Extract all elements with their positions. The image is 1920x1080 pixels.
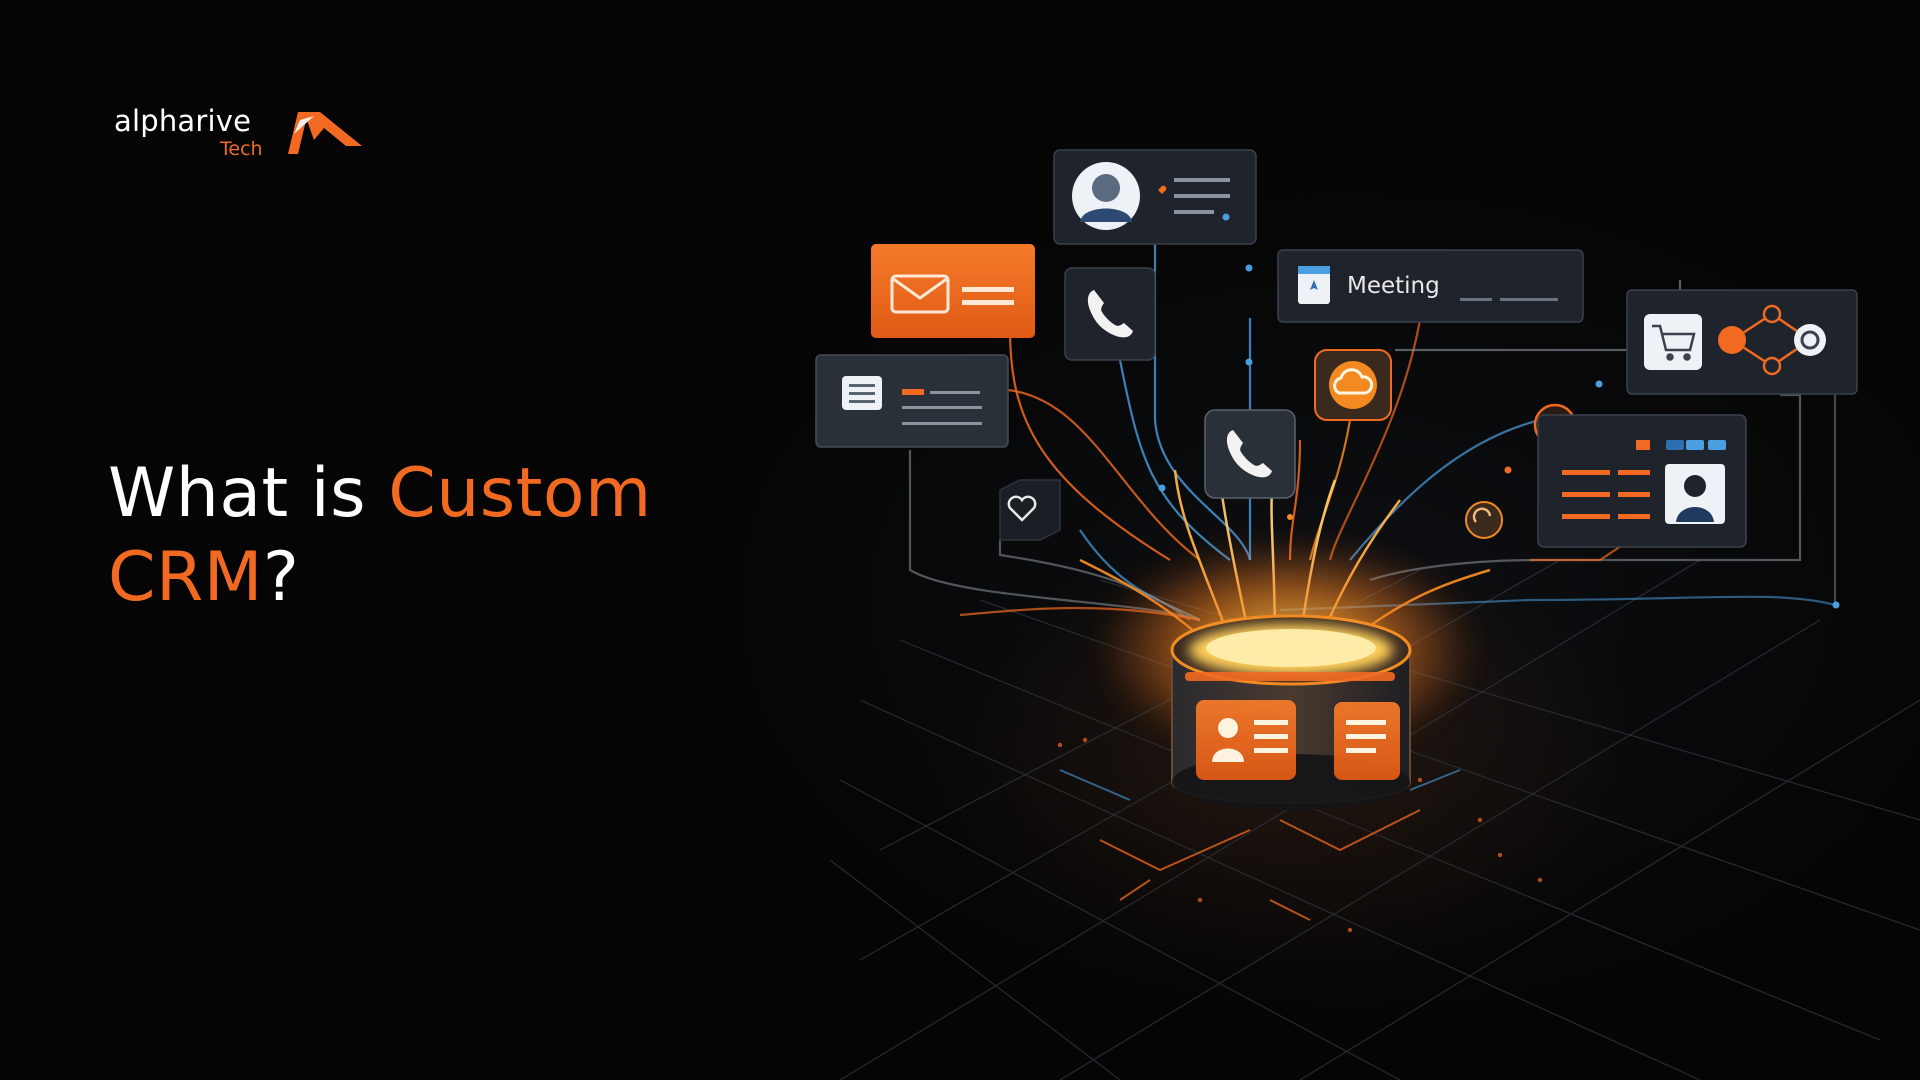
crm-database-icon: [1170, 614, 1412, 810]
heart-tile: [999, 479, 1061, 541]
brand-name: alpharive: [114, 104, 252, 138]
document-icon: [842, 376, 882, 410]
title-part-2: ?: [262, 538, 300, 617]
email-card: [871, 244, 1035, 338]
title-part-1: What is: [108, 454, 389, 533]
grid-floor: [829, 559, 1920, 1080]
contact-card: [1537, 414, 1747, 548]
connector-dots: [1158, 264, 1840, 609]
sync-icon: [1465, 501, 1503, 539]
user-avatar-icon: [1080, 174, 1132, 222]
alpharive-logo-mark-icon: [288, 112, 362, 154]
shopping-cart-icon: [1652, 324, 1696, 361]
brand-logo[interactable]: alpharive Tech: [114, 100, 374, 170]
meeting-card: Meeting: [1277, 249, 1584, 323]
commerce-card: [1626, 289, 1858, 395]
grid-blue-traces: [1059, 769, 1461, 801]
user-profile-card: [1053, 149, 1257, 245]
grid-dots: [1057, 737, 1543, 933]
phone-icon: [1087, 290, 1133, 338]
cloud-icon: [1333, 368, 1374, 395]
grid-orange-traces: [1099, 809, 1421, 921]
contact-card-icon: [1665, 464, 1725, 524]
document-card: [815, 354, 1009, 448]
network-icon: [1718, 304, 1826, 376]
email-icon: [890, 274, 950, 314]
title-accent-crm: CRM: [108, 538, 263, 617]
meeting-label: Meeting: [1347, 273, 1440, 299]
cloud-tile: [1314, 349, 1392, 421]
phone-icon: [1226, 430, 1272, 478]
phone-tile-2: [1204, 409, 1296, 499]
brand-subtitle: Tech: [220, 138, 263, 160]
heart-icon: [1007, 495, 1037, 522]
title-accent-custom: Custom: [388, 454, 652, 533]
phone-tile-1: [1064, 267, 1156, 361]
page-title: What is Custom CRM?: [108, 452, 728, 620]
